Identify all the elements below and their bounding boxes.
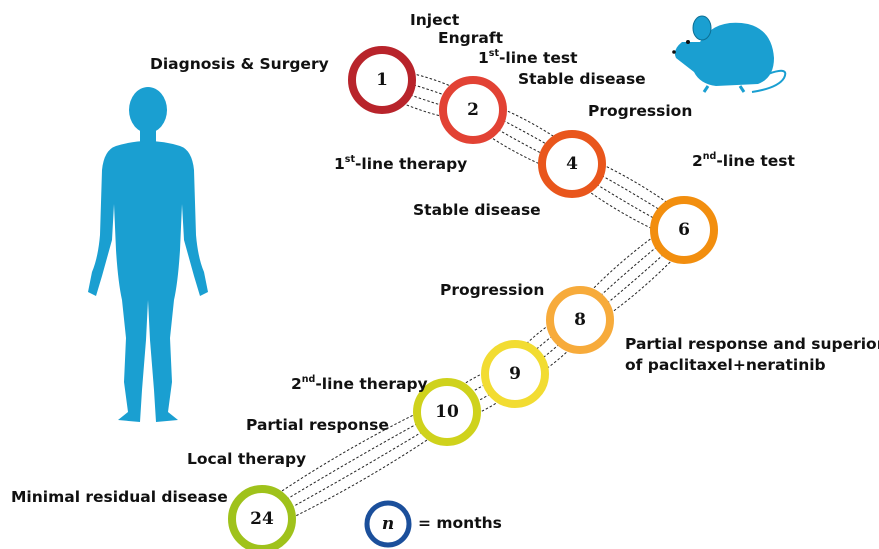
timeline-node-1: 1 [352, 50, 412, 110]
label-second-line-test: 2nd-line test [692, 152, 795, 171]
label-engraft: Engraft [438, 29, 503, 48]
timeline-node-9: 9 [485, 344, 545, 404]
label-second-line-therapy: 2nd-line therapy [291, 375, 428, 394]
node-month-number: 8 [574, 310, 586, 330]
label-first-line-test: 1st-line test [478, 49, 578, 68]
mouse-icon [672, 16, 785, 92]
label-stable-disease-1: Stable disease [518, 70, 646, 89]
node-month-number: 1 [376, 70, 388, 90]
label-partial-response: Partial response [246, 416, 389, 435]
label-partial-response-superiority-line1: Partial response and superiority [625, 335, 879, 354]
node-month-number: 24 [250, 509, 274, 529]
timeline-node-6: 6 [654, 200, 714, 260]
label-diagnosis-surgery: Diagnosis & Surgery [150, 55, 329, 74]
label-progression-2: Progression [440, 281, 544, 300]
label-progression-1: Progression [588, 102, 692, 121]
timeline-node-4: 4 [542, 134, 602, 194]
timeline-node-24: 24 [232, 489, 292, 549]
legend-text: = months [418, 514, 502, 533]
label-stable-disease-2: Stable disease [413, 201, 541, 220]
label-inject: Inject [410, 11, 459, 30]
label-partial-response-superiority-line2: of paclitaxel+neratinib [625, 356, 826, 375]
node-month-number: 9 [509, 364, 521, 384]
node-month-number: 6 [678, 220, 690, 240]
label-minimal-residual-disease: Minimal residual disease [11, 488, 228, 507]
node-month-number: 4 [566, 154, 578, 174]
node-month-number: 10 [435, 402, 459, 422]
timeline-node-2: 2 [443, 80, 503, 140]
legend-month-ring: n [367, 503, 409, 545]
timeline-node-8: 8 [550, 290, 610, 350]
node-month-number: 2 [467, 100, 479, 120]
human-body-icon [88, 87, 208, 422]
label-local-therapy: Local therapy [187, 450, 306, 469]
label-first-line-therapy: 1st-line therapy [334, 155, 467, 174]
legend-symbol: n [382, 514, 394, 534]
